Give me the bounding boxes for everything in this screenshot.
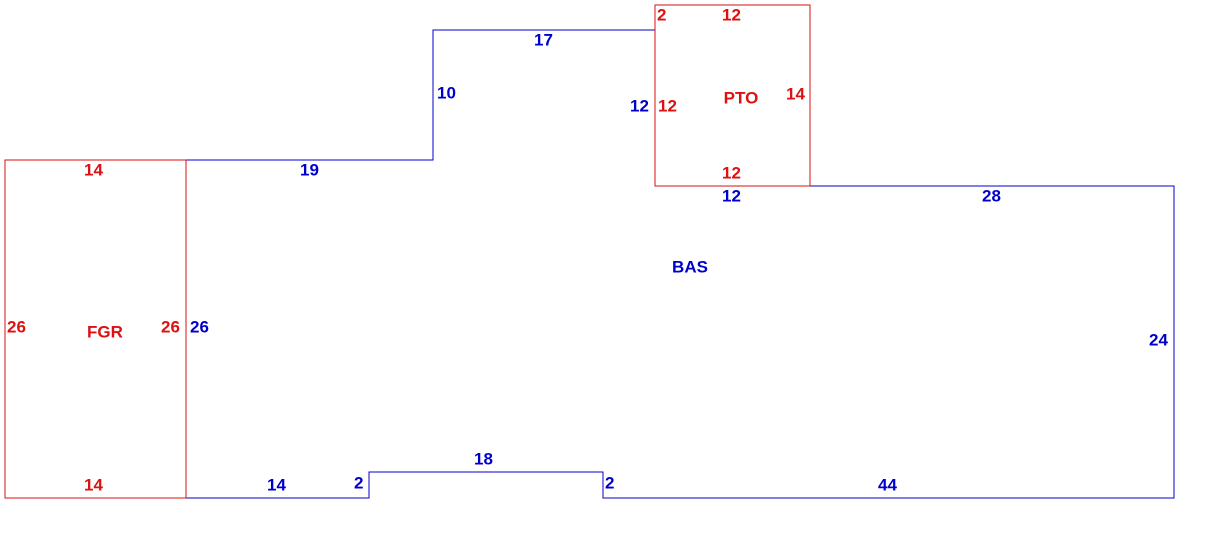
fgr-dim-left: 26 [7,317,26,336]
pto-dim-right: 14 [786,84,805,103]
pto-dim-corner: 2 [657,5,666,24]
fgr-outline [4,159,187,499]
bas-dim-bottom-right: 44 [878,475,897,494]
pto-outline [654,4,811,187]
bas-dim-step-horizontal: 19 [300,160,319,179]
bas-dim-pto-bottom: 12 [722,186,741,205]
bas-dim-notch-right: 2 [605,473,614,492]
bas-dim-notch-left: 2 [354,473,363,492]
bas-dim-bottom-left: 14 [267,475,286,494]
pto-area-label: PTO [724,88,759,107]
bas-area-label: BAS [672,257,708,276]
bas-outline [185,29,1175,499]
bas-dim-left-side: 26 [190,317,209,336]
fgr-dim-right: 26 [161,317,180,336]
pto-dim-bottom: 12 [722,163,741,182]
bas-dim-top-left: 17 [534,30,553,49]
pto-dim-left: 12 [658,96,677,115]
bas-dim-notch-top: 18 [474,449,493,468]
fgr-dim-bottom: 14 [84,475,103,494]
bas-dim-step-vertical: 10 [437,83,456,102]
bas-dim-right-side: 24 [1149,330,1168,349]
fgr-dim-top: 14 [84,160,103,179]
pto-dim-top: 12 [722,5,741,24]
bas-dim-pto-side: 12 [630,96,649,115]
bas-dim-right-top: 28 [982,186,1001,205]
fgr-area-label: FGR [87,322,123,341]
